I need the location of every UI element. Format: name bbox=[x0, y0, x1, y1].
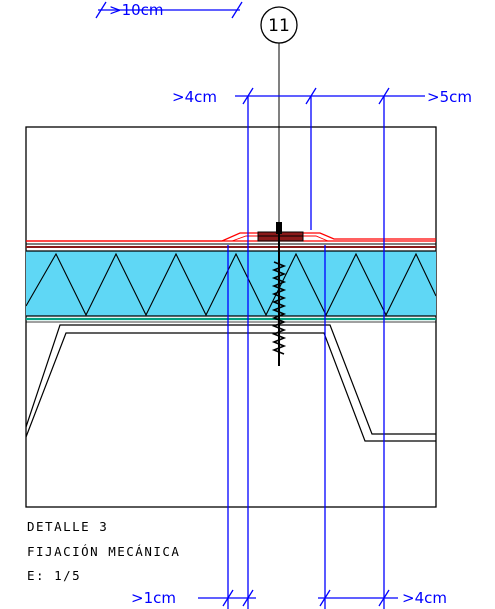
dimension-lines bbox=[95, 1, 425, 609]
profile-sheet-inner bbox=[25, 332, 436, 442]
marker-circle bbox=[260, 6, 298, 44]
dim-bottom-right: >4cm bbox=[402, 589, 447, 607]
membrane-overlap bbox=[26, 232, 436, 242]
screw-thread bbox=[271, 261, 287, 355]
insulation-layer bbox=[26, 251, 436, 316]
caption-line-1: DETALLE 3 bbox=[27, 519, 108, 534]
dim-bottom-tick-2 bbox=[242, 589, 254, 607]
dim-bottom-tick-1 bbox=[222, 589, 234, 607]
marker-label: 11 bbox=[268, 16, 290, 36]
section-frame bbox=[25, 126, 437, 508]
insulation-zigzag bbox=[25, 252, 437, 317]
dim-top-tick-left bbox=[95, 1, 107, 19]
dim-bottom-left: >1cm bbox=[131, 589, 176, 607]
dim-top-tick-right bbox=[231, 1, 243, 19]
dim-bottom-tick-4 bbox=[378, 589, 390, 607]
dim-right-edge: >5cm bbox=[427, 88, 472, 106]
profile-sheet-outer bbox=[25, 324, 436, 435]
caption-line-3: E: 1/5 bbox=[27, 568, 81, 583]
dim-bottom-tick-3 bbox=[319, 589, 331, 607]
dim-left-edge: >4cm bbox=[172, 88, 217, 106]
caption-line-2: FIJACIÓN MECÁNICA bbox=[27, 544, 180, 559]
screw-head bbox=[276, 222, 282, 234]
dim-top-overlap: >10cm bbox=[109, 1, 164, 19]
